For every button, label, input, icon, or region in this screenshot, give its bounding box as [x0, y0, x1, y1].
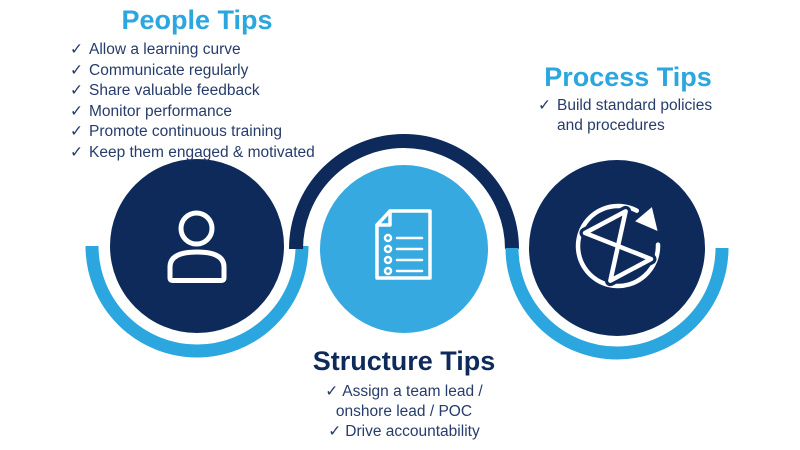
structure-top-arc: [289, 134, 519, 250]
people-bottom-arc: [85, 245, 309, 358]
people-tip-item: ✓ Monitor performance: [70, 102, 315, 123]
structure-tip-item: ✓Drive accountability: [302, 422, 506, 442]
people-tip-text: Communicate regularly: [89, 61, 249, 79]
hourglass-cycle-icon: [575, 203, 661, 289]
structure-tip-item: ✓Assign a team lead / onshore lead / POC: [302, 382, 506, 422]
document-checklist-icon: [375, 209, 432, 280]
people-tip-item: ✓ Promote continuous training: [70, 122, 315, 143]
check-icon: ✓: [70, 82, 83, 99]
process-tips-title: Process Tips: [544, 62, 712, 92]
person-icon: [167, 210, 227, 283]
people-tip-item: ✓ Communicate regularly: [70, 61, 315, 82]
people-tips-list: ✓ Allow a learning curve ✓ Communicate r…: [70, 40, 315, 163]
people-tip-item: ✓ Share valuable feedback: [70, 81, 315, 102]
structure-tips-list: ✓Assign a team lead / onshore lead / POC…: [302, 382, 506, 442]
check-icon: ✓: [70, 123, 83, 140]
structure-tip-text: Assign a team lead / onshore lead / POC: [335, 383, 483, 420]
people-tips-title: People Tips: [121, 5, 273, 35]
check-icon: ✓: [538, 97, 551, 114]
people-tip-text: Monitor performance: [89, 102, 233, 120]
check-icon: ✓: [325, 383, 339, 400]
check-icon: ✓: [328, 423, 342, 440]
check-icon: ✓: [70, 41, 83, 58]
check-icon: ✓: [70, 143, 83, 161]
process-bottom-arc: [505, 247, 729, 360]
check-icon: ✓: [70, 102, 83, 120]
cycle-arrowhead: [635, 207, 658, 231]
process-tip-item: ✓ Build standard policies and procedures: [538, 96, 733, 136]
people-tip-text: Allow a learning curve: [89, 41, 241, 58]
people-tip-text: Promote continuous training: [89, 123, 283, 140]
structure-tips-title: Structure Tips: [312, 346, 496, 376]
people-tip-item: ✓ Keep them engaged & motivated: [70, 143, 315, 164]
check-icon: ✓: [70, 61, 83, 79]
structure-tip-text: Drive accountability: [345, 423, 480, 440]
people-tip-item: ✓ Allow a learning curve: [70, 40, 315, 61]
people-tip-text: Share valuable feedback: [89, 82, 260, 99]
process-tip-text: Build standard policies and procedures: [557, 97, 713, 134]
people-tip-text: Keep them engaged & motivated: [89, 143, 315, 161]
process-tips-list: ✓ Build standard policies and procedures: [538, 96, 733, 136]
